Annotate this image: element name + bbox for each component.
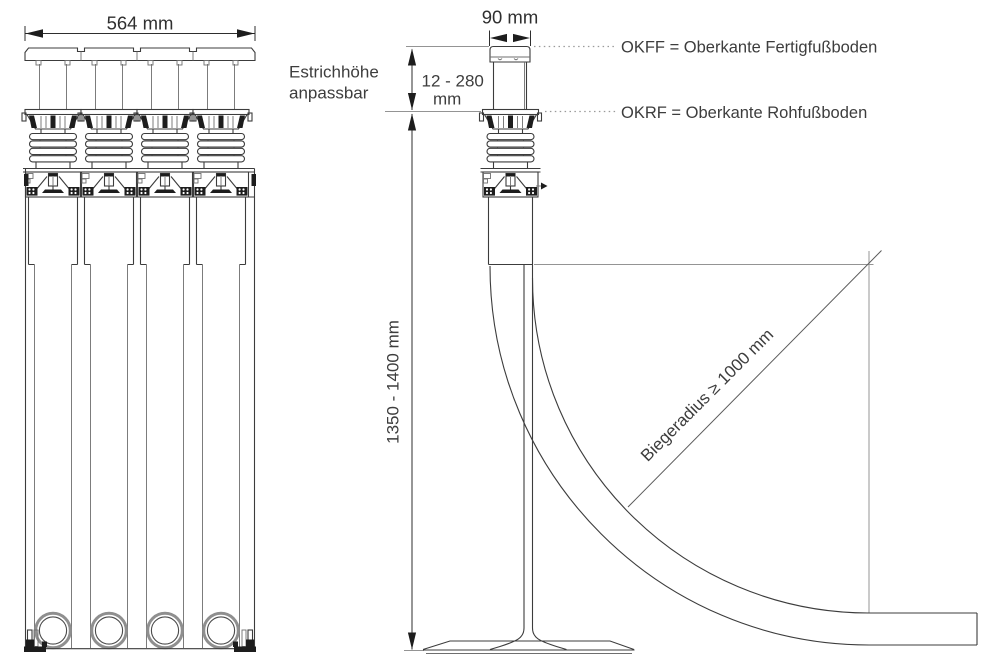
height-dimension-label: 1350 - 1400 mm <box>384 320 403 444</box>
outer-casing <box>24 168 256 649</box>
bend-curve <box>489 265 978 646</box>
screed-dim-line2: mm <box>433 90 461 109</box>
cover-plate <box>24 47 256 62</box>
support-foot <box>422 640 635 654</box>
upper-tube <box>492 62 528 110</box>
front-view: 564 mm <box>21 13 257 653</box>
wide-tube <box>487 197 534 266</box>
support-stem <box>489 264 567 651</box>
bend-radius-line <box>627 250 882 508</box>
cover-plate-joints <box>80 51 194 61</box>
height-dimension: 1350 - 1400 mm <box>384 113 417 650</box>
okrf-label: OKRF = Oberkante Rohfußboden <box>621 104 867 122</box>
screed-dimension: 12 - 280 mm <box>407 48 484 110</box>
screed-note-line2: anpassbar <box>289 84 369 103</box>
screed-dim-line1: 12 - 280 <box>422 72 484 91</box>
side-screw <box>536 182 548 190</box>
screed-note-line1: Estrichhöhe <box>289 63 379 82</box>
width-dimension: 564 mm <box>24 13 256 41</box>
width-dimension-label: 564 mm <box>107 13 174 34</box>
cap-width-label: 90 mm <box>482 7 539 28</box>
cap-width-dimension: 90 mm <box>482 7 539 46</box>
floor-cap <box>489 45 531 63</box>
okff-label: OKFF = Oberkante Fertigfußboden <box>621 39 877 57</box>
